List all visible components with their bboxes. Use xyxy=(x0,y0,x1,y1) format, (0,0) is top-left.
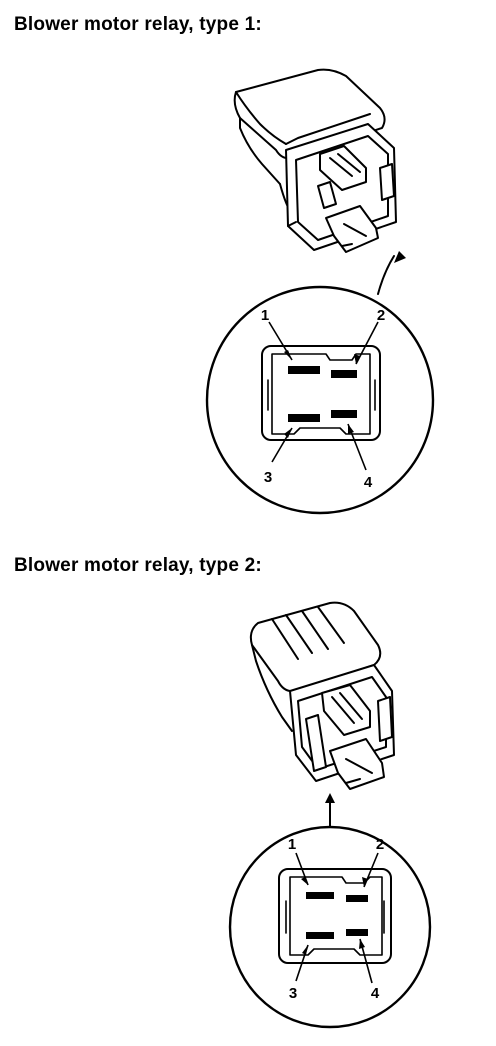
relay-type2-connector xyxy=(289,664,395,790)
relay-type2-magnifier xyxy=(228,825,432,1029)
relay-type1-pin4 xyxy=(331,410,357,418)
relay-type1-terminal-face xyxy=(261,345,381,441)
relay-type1-pin2 xyxy=(331,370,357,378)
relay-type1-diagram: 1 2 3 4 xyxy=(205,68,435,515)
relay-type2-pin2-label: 2 xyxy=(376,836,384,853)
relay-type2-pin4 xyxy=(346,929,368,936)
relay-type2-terminal-face xyxy=(278,868,392,964)
relay-type1-pin1 xyxy=(288,366,320,374)
relay-type2-body xyxy=(249,601,382,732)
relay-type2-pin3 xyxy=(306,932,334,939)
relay-type2-pin1 xyxy=(306,892,334,899)
relay-type1-title: Blower motor relay, type 1: xyxy=(14,14,262,35)
relay-type1-magnifier xyxy=(205,285,435,515)
relay-type2-title: Blower motor relay, type 2: xyxy=(14,555,262,576)
relay-type1-connector xyxy=(285,123,397,253)
relay-type2-pin2 xyxy=(346,895,368,902)
relay-type1-pin3-label: 3 xyxy=(264,469,272,486)
relay-type1-pin1-label: 1 xyxy=(261,307,269,324)
relay-type1-pin4-label: 4 xyxy=(364,474,373,491)
relay-type2-pin4-label: 4 xyxy=(371,985,380,1002)
relay-type1-arrow xyxy=(377,255,395,295)
relay-type2-pin1-label: 1 xyxy=(288,836,296,853)
relay-type2-diagram: 1 2 3 4 xyxy=(228,601,432,1029)
relay-type1-pin3 xyxy=(288,414,320,422)
relay-type2-pin3-label: 3 xyxy=(289,985,297,1002)
relay-type1-pin2-label: 2 xyxy=(377,307,385,324)
